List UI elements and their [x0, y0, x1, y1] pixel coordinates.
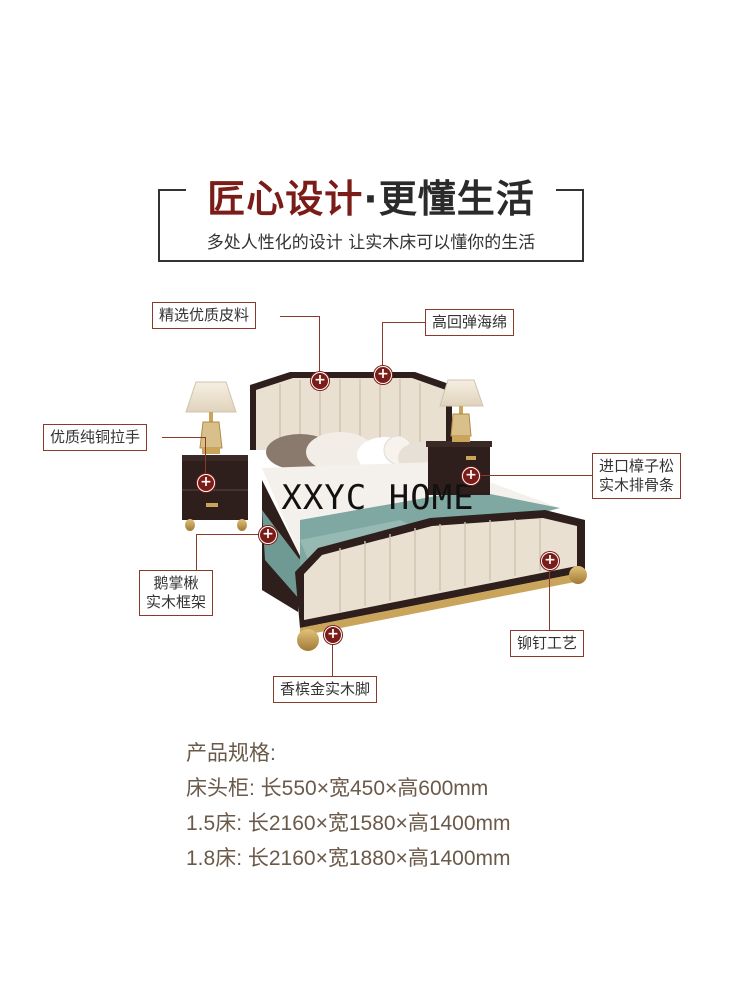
callout-sponge: 高回弹海绵 [425, 309, 515, 336]
right-lamp [439, 379, 484, 442]
leader-handle-v [205, 437, 206, 481]
callout-frame: 鹅掌楸 实木框架 [139, 570, 214, 616]
leader-sponge-h [382, 322, 426, 323]
leader-slats-h [472, 475, 592, 476]
spec-line: 1.8床: 长2160×宽1880×高1400mm [186, 847, 511, 870]
marker-handle[interactable]: + [197, 474, 215, 492]
headboard [250, 372, 452, 450]
marker-rivet[interactable]: + [541, 552, 559, 570]
title-red: 匠心设计 [207, 177, 364, 221]
marker-leather[interactable]: + [311, 372, 329, 390]
leader-leather-h [280, 316, 320, 317]
marker-frame[interactable]: + [259, 526, 277, 544]
page-title: 匠心设计·更懂生活 [186, 168, 556, 223]
right-nightstand [426, 441, 492, 495]
marker-slats[interactable]: + [462, 467, 480, 485]
watermark: XXYC HOME [281, 478, 475, 518]
leader-feet-v [332, 634, 333, 676]
leader-sponge-v [382, 322, 383, 372]
callout-handle: 优质纯铜拉手 [43, 424, 148, 451]
callout-feet: 香槟金实木脚 [273, 676, 378, 703]
callout-slats: 进口樟子松 实木排骨条 [592, 453, 682, 499]
title-dark: ·更懂生活 [363, 177, 535, 221]
callout-slats-line2: 实木排骨条 [599, 476, 675, 494]
callout-slats-line1: 进口樟子松 [599, 457, 675, 475]
leader-rivet-v [549, 560, 550, 632]
header-frame-top-right [556, 189, 584, 191]
product-specs: 产品规格: 床头柜: 长550×宽450×高600mm 1.5床: 长2160×… [186, 736, 511, 876]
marker-feet[interactable]: + [324, 626, 342, 644]
specs-title: 产品规格: [186, 742, 276, 765]
leader-frame-v [196, 534, 197, 570]
left-lamp [185, 381, 237, 454]
page-subtitle: 多处人性化的设计 让实木床可以懂你的生活 [206, 233, 536, 253]
header-frame-top-left [158, 189, 186, 191]
leader-handle-h [162, 437, 206, 438]
spec-line: 1.5床: 长2160×宽1580×高1400mm [186, 812, 511, 835]
marker-sponge[interactable]: + [374, 366, 392, 384]
leader-leather-v [319, 316, 320, 376]
callout-leather: 精选优质皮料 [152, 302, 257, 329]
callout-frame-line2: 实木框架 [146, 593, 207, 611]
footboard [295, 510, 587, 651]
spec-line: 床头柜: 长550×宽450×高600mm [186, 777, 489, 800]
leader-frame-h [196, 534, 266, 535]
callout-rivet: 铆钉工艺 [510, 630, 585, 657]
callout-frame-line1: 鹅掌楸 [153, 574, 199, 592]
left-nightstand [182, 455, 248, 531]
header-frame [158, 190, 584, 262]
